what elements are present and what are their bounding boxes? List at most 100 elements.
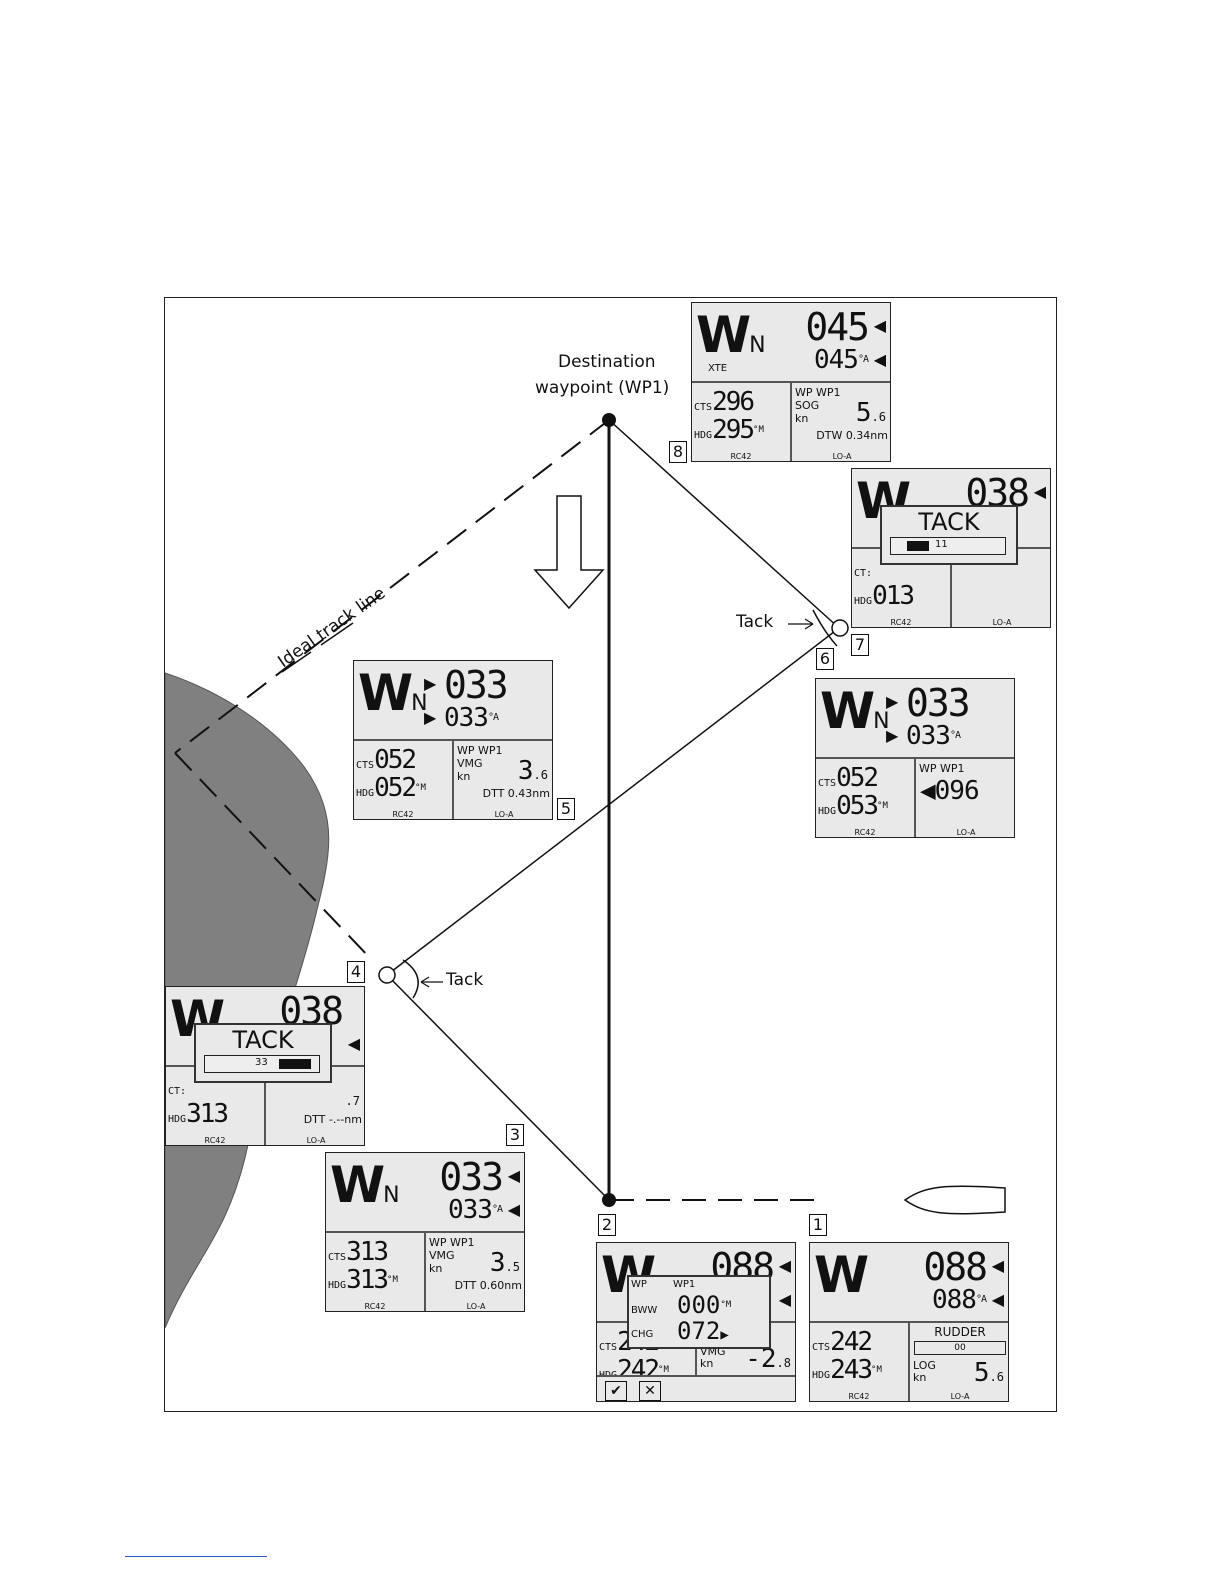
xte-label: XTE xyxy=(708,363,728,374)
destination-label-line2: waypoint (WP1) xyxy=(535,378,670,398)
step-number-7: 7 xyxy=(851,634,869,656)
wind-arrow-icon xyxy=(533,495,605,610)
rudder-bar: 00 xyxy=(914,1341,1006,1355)
log-value: 5.6 xyxy=(973,1358,1004,1388)
vmg-value: 3.6 xyxy=(517,756,548,786)
sog-unit: kn xyxy=(795,412,809,425)
tack-pointer-lower-head xyxy=(420,976,430,988)
heading-value: 033 xyxy=(439,1155,504,1199)
tack-progress-fill xyxy=(279,1059,311,1069)
arrow-left-icon: ◀ xyxy=(991,1256,1004,1275)
hdg-value: HDG013 xyxy=(854,581,915,611)
vmg-value: -2.8 xyxy=(745,1344,791,1374)
tack-progress-bar: 33 xyxy=(204,1055,320,1073)
mode-label: LO-A xyxy=(832,452,852,461)
hdg-value: HDG243°M xyxy=(812,1355,882,1385)
pilot-model-label: RC42 xyxy=(890,618,912,627)
bww-label: BWW xyxy=(631,1305,658,1316)
waypoint-label: WP WP1 xyxy=(457,744,503,757)
arrow-left-icon: ◀ xyxy=(507,1200,520,1219)
mode-label: LO-A xyxy=(956,828,976,837)
mode-label: LO-A xyxy=(466,1302,486,1311)
course-value: 033°A xyxy=(447,1195,503,1225)
ideal-track-label: Ideal track line xyxy=(274,583,389,672)
diagram-frame: Ideal track line Destination waypoint (W… xyxy=(164,297,1057,1412)
mode-label: LO-A xyxy=(494,810,514,819)
step-number-5: 5 xyxy=(557,798,575,820)
check-icon[interactable]: ✔ xyxy=(605,1381,627,1401)
hdg-value: HDG052°M xyxy=(356,773,426,803)
log-label: LOG xyxy=(913,1359,936,1372)
course-value: 033°A xyxy=(906,721,961,751)
leg-7-8 xyxy=(608,419,840,629)
arrow-right-icon: ▶ xyxy=(720,1327,729,1343)
tack-label-lower: Tack xyxy=(446,970,484,990)
tack-arc-lower xyxy=(402,959,419,999)
tack-progress-bar: 11 xyxy=(890,537,1006,555)
cts-value: CTS052 xyxy=(356,745,417,775)
mode-label: LO-A xyxy=(306,1136,326,1145)
arrow-right-icon: ▶ xyxy=(424,674,437,693)
step-number-1: 1 xyxy=(809,1214,827,1236)
leg-2-4 xyxy=(386,974,610,1201)
tack-progress-value: 33 xyxy=(255,1057,268,1068)
arrow-left-icon: ◀ xyxy=(1033,482,1046,501)
start-waypoint xyxy=(602,1193,616,1207)
arrow-left-icon: ◀ xyxy=(778,1290,791,1309)
hdg-value: HDG313°M xyxy=(328,1265,398,1295)
wp-label: WP xyxy=(631,1279,647,1290)
waypoint-label: WP WP1 xyxy=(795,386,841,399)
cts-value: CTS313 xyxy=(328,1237,389,1267)
vmg-unit: kn xyxy=(429,1262,443,1275)
hdg-value: HDG295°M xyxy=(694,415,764,445)
tack-point-7 xyxy=(831,619,849,637)
cts-value: CT: xyxy=(168,1086,187,1097)
chg-value: 072▶ xyxy=(677,1317,729,1345)
cts-value: CTS296 xyxy=(694,387,755,417)
arrow-left-icon: ◀ xyxy=(920,776,936,806)
wind-logo-icon: WN xyxy=(820,682,890,740)
cross-icon[interactable]: ✕ xyxy=(639,1381,661,1401)
tack-point-4 xyxy=(378,966,396,984)
sog-label: SOG xyxy=(795,399,820,412)
tack-popup: TACK 11 xyxy=(880,505,1018,565)
display-3: WN 033 033°A ◀ ◀ CTS313 HDG313°M RC42 WP… xyxy=(325,1152,525,1312)
pilot-model-label: RC42 xyxy=(730,452,752,461)
arrow-right-icon: ▶ xyxy=(886,726,899,745)
ideal-track-line xyxy=(174,419,610,754)
hdg-value: HDG053°M xyxy=(818,791,888,821)
dtw-value: DTW 0.34nm xyxy=(816,429,888,442)
arrow-right-icon: ▶ xyxy=(424,708,437,727)
course-value: 033°A xyxy=(444,703,499,733)
heading-value: 045 xyxy=(805,305,870,349)
log-unit: kn xyxy=(913,1371,927,1384)
tack-title: TACK xyxy=(232,1026,294,1054)
course-value: 045°A xyxy=(813,345,869,375)
mode-label: LO-A xyxy=(992,618,1012,627)
step-number-6: 6 xyxy=(816,648,834,670)
confirm-bar: ✔ ✕ xyxy=(597,1375,795,1401)
step-number-3: 3 xyxy=(506,1124,524,1146)
pilot-model-label: RC42 xyxy=(204,1136,226,1145)
bww-value: 000°M xyxy=(677,1291,732,1319)
tack-arc-upper xyxy=(812,609,838,647)
dtt-value: DTT 0.60nm xyxy=(454,1279,522,1292)
arrow-left-icon: ◀ xyxy=(507,1166,520,1185)
vmg-label: VMG xyxy=(457,757,483,770)
display-6: WN 033 033°A ▶ ▶ CTS052 HDG053°M RC42 WP… xyxy=(815,678,1015,838)
vmg-unit: kn xyxy=(700,1357,714,1370)
step-number-4: 4 xyxy=(347,961,365,983)
pilot-model-label: RC42 xyxy=(848,1392,870,1401)
wp-name: WP1 xyxy=(673,1279,696,1290)
pilot-model-label: RC42 xyxy=(364,1302,386,1311)
display-2: W 088 ◀ ◀ CTS242 HDG242°M VMG kn -2.8 WP… xyxy=(596,1242,796,1402)
waypoint-label: WP WP1 xyxy=(919,762,965,775)
tack-popup: TACK 33 xyxy=(194,1023,332,1083)
leg-4-7 xyxy=(386,627,840,976)
rudder-label: RUDDER xyxy=(934,1325,986,1339)
destination-label-line1: Destination xyxy=(558,352,656,372)
cts-value: CTS242 xyxy=(812,1327,873,1357)
mode-label: LO-A xyxy=(950,1392,970,1401)
arrow-left-icon: ◀ xyxy=(873,350,886,369)
display-5: WN 033 033°A ▶ ▶ CTS052 HDG052°M RC42 WP… xyxy=(353,660,553,820)
